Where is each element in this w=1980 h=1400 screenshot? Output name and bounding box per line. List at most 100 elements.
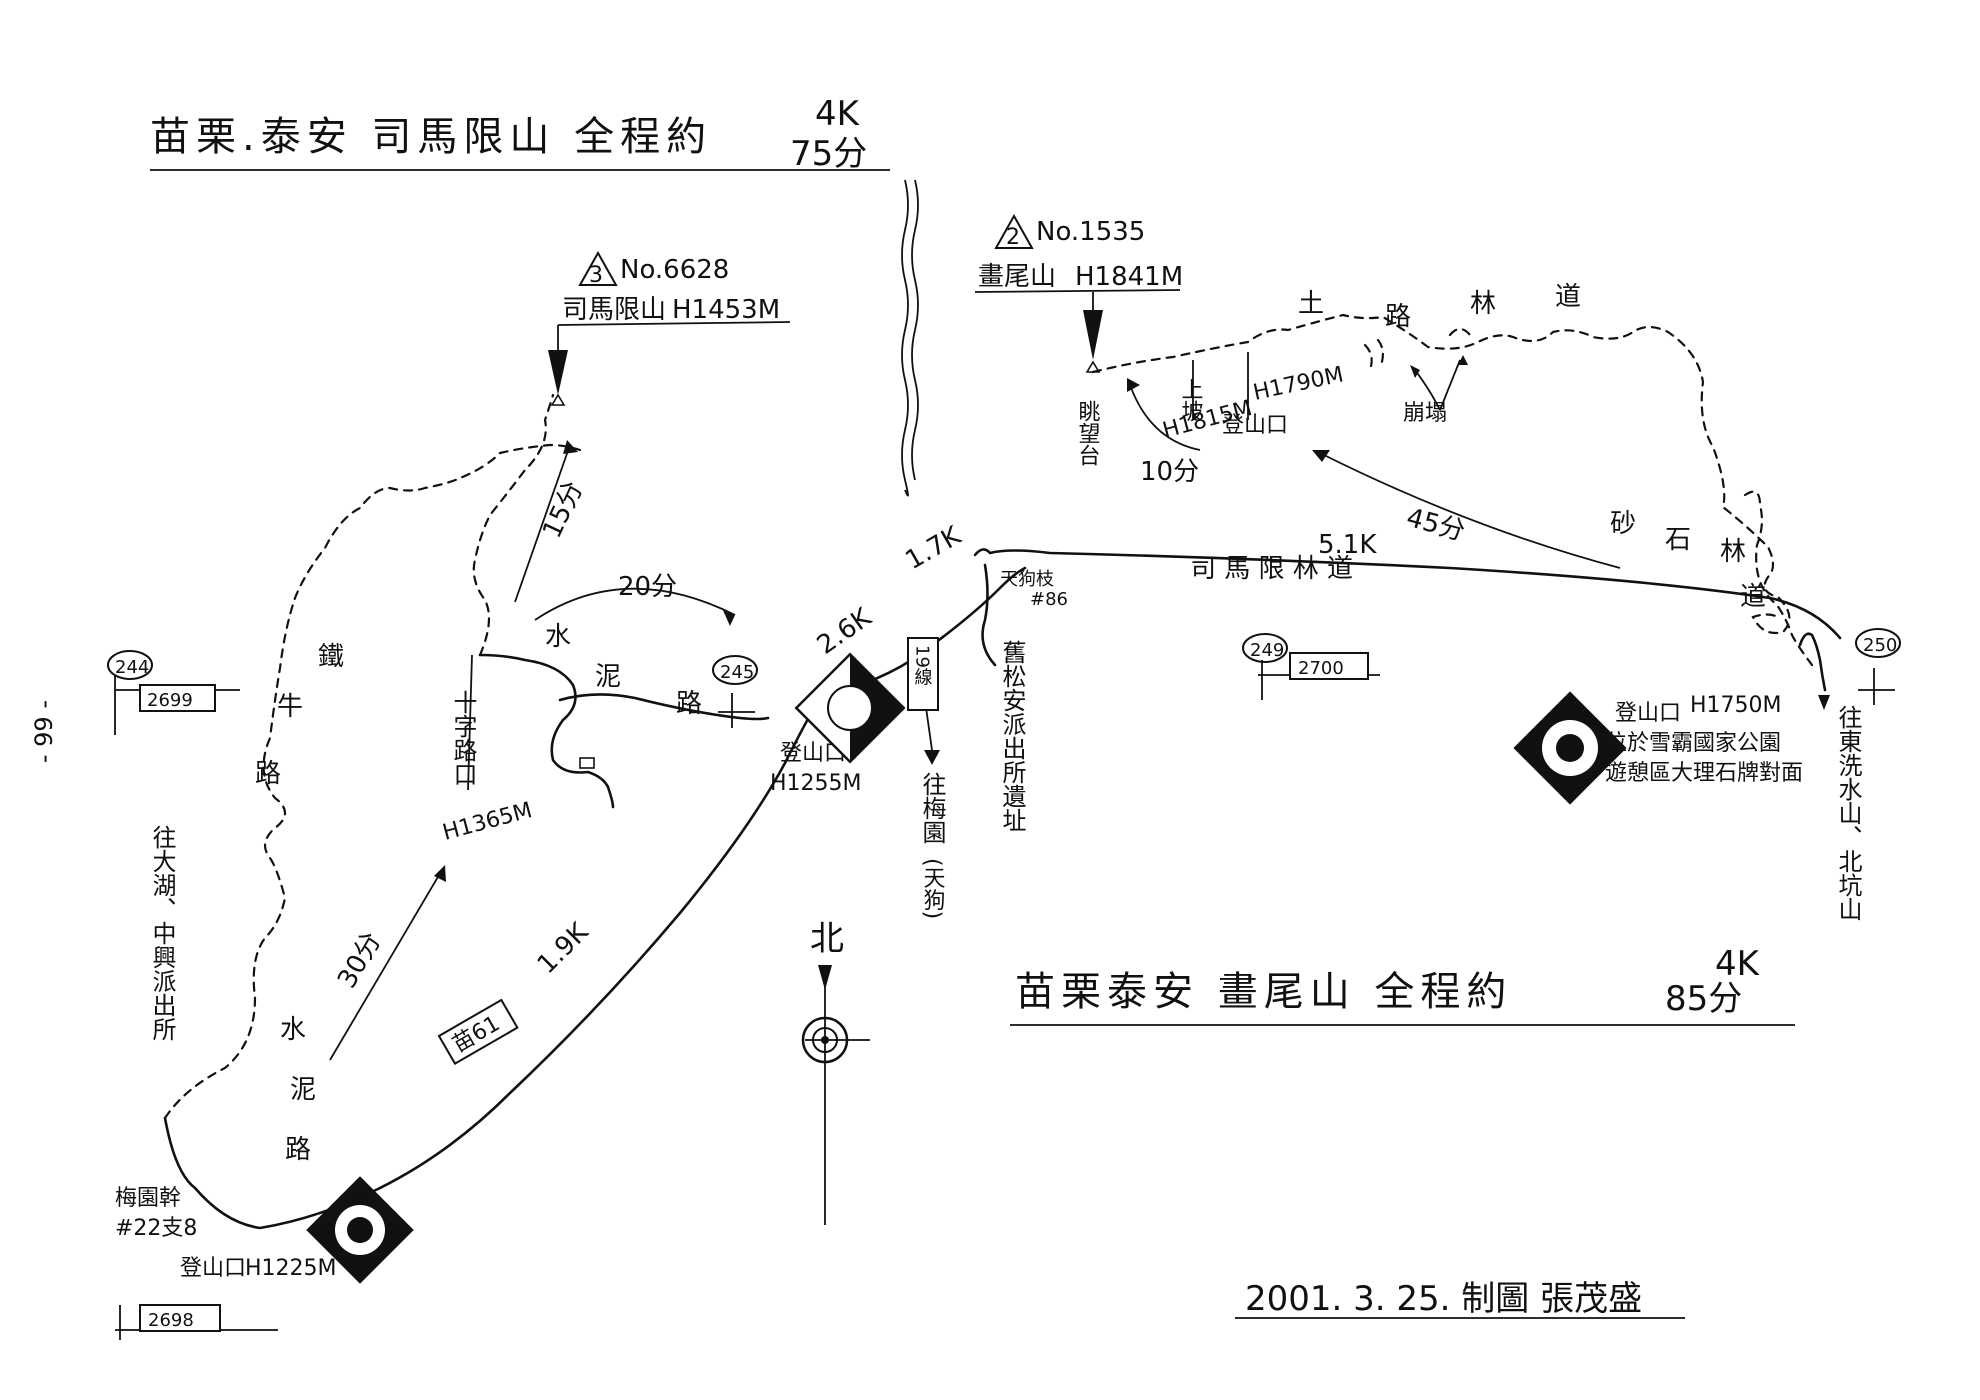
svg-text:2698: 2698 xyxy=(148,1310,194,1331)
peak-simaxian: 3 No.6628 司馬限山 H1453M xyxy=(548,250,791,406)
park-note-line1: 位於雪霸國家公園 xyxy=(1605,731,1781,756)
svg-text:2700: 2700 xyxy=(1298,658,1344,679)
compass-north-label: 北 xyxy=(810,919,844,959)
pole-meiyuan-number: #22支8 xyxy=(115,1216,197,1241)
road-label-dao2: 道 xyxy=(1740,582,1766,612)
right-title-time: 85分 xyxy=(1665,979,1742,1019)
trailhead-symbol-1750 xyxy=(1513,691,1627,805)
map-credit: 2001. 3. 25. 制圖 張茂盛 xyxy=(1235,1279,1685,1319)
park-note-line2: 遊憩區大理石牌對面 xyxy=(1605,761,1803,786)
peak-simaxian-no: No.6628 xyxy=(620,255,729,285)
time-30min: 30分 xyxy=(332,927,388,993)
triangulation-badge-2 xyxy=(994,213,1034,249)
road-label-lu3: 路 xyxy=(255,759,281,789)
summit-arrow-icon xyxy=(1083,310,1103,360)
peak-simaxian-badge: 3 xyxy=(589,263,603,288)
trail-cliff xyxy=(1363,327,1472,372)
trailhead-1750-height: H1750M xyxy=(1690,693,1782,718)
svg-text:250: 250 xyxy=(1863,635,1897,656)
left-title-distance: 4K xyxy=(815,94,861,134)
pole-meiyuan-label: 梅園幹 xyxy=(115,1186,181,1211)
cross-road-label: 十字路口 xyxy=(449,690,477,786)
to-xueshan-label: 往東洗水山、北坑山 xyxy=(1834,705,1862,921)
uphill-label: 上坡 xyxy=(1178,378,1204,422)
distance-2-6k: 2.6K xyxy=(812,602,878,661)
trail-iron-ox-road xyxy=(163,443,582,1120)
road-label-ni-left: 泥 xyxy=(290,1075,316,1105)
to-meiyuan-label: 往梅園 xyxy=(918,772,946,844)
road-19-sign: 19線 xyxy=(907,637,939,711)
road-label-sha: 砂 xyxy=(1610,509,1636,539)
svg-text:244: 244 xyxy=(115,657,149,678)
pole-tiangou-number: #86 xyxy=(1030,589,1068,610)
distance-1-7k: 1.7K xyxy=(901,520,967,576)
peak-huaweishan-badge: 2 xyxy=(1006,225,1020,250)
road-label-shi: 石 xyxy=(1665,525,1691,555)
concrete-road-top xyxy=(478,653,770,809)
pole-tiangou-label: 天狗枝 xyxy=(1000,569,1054,590)
trailhead-1225-height: H1225M xyxy=(245,1256,337,1281)
road-to-police xyxy=(981,563,997,667)
right-title-distance: 4K xyxy=(1715,944,1761,984)
svg-text:249: 249 xyxy=(1250,640,1284,661)
road-label-ni-top: 泥 xyxy=(595,662,621,692)
time-45min: 45分 xyxy=(1403,503,1468,547)
road-east-end xyxy=(1798,632,1827,692)
road-label-tu: 土 xyxy=(1298,289,1324,319)
left-title-time: 75分 xyxy=(790,134,867,174)
grid-ref-244: 244 2699 xyxy=(107,650,240,735)
road-ridge xyxy=(973,548,1842,640)
compass-north-arrow: 北 xyxy=(801,919,870,1225)
height-1790: H1790M xyxy=(1251,362,1346,405)
tiangou-label: (天狗) xyxy=(920,858,946,919)
collapse-label: 崩塌 xyxy=(1403,401,1447,426)
lookout-label: 眺望台 xyxy=(1075,400,1100,466)
grid-ref-2698: 2698 xyxy=(115,1304,278,1340)
road-label-lu-top: 路 xyxy=(676,689,702,719)
to-dahu-label: 往大湖、中興派出所 xyxy=(148,825,176,1041)
peak-simaxian-name: 司馬限山 xyxy=(562,295,666,325)
map-divider xyxy=(901,179,919,497)
road-label-shui-top: 水 xyxy=(545,622,571,652)
road-label-lin: 林 xyxy=(1470,289,1496,319)
road-label-lu: 路 xyxy=(1385,302,1411,332)
hut-icon xyxy=(579,757,595,769)
road-19-label: 19線 xyxy=(912,645,933,686)
peak-simaxian-height: H1453M xyxy=(672,295,780,325)
trailhead-1225-label: 登山口 xyxy=(180,1256,246,1281)
trail-dirt-forest-road xyxy=(1091,313,1814,667)
left-title-main: 苗栗.泰安 司馬限山 全程約 xyxy=(150,114,712,160)
svg-text:2699: 2699 xyxy=(147,690,193,711)
summit-marker-icon xyxy=(550,393,566,406)
peak-huaweishan-height: H1841M xyxy=(1075,262,1183,292)
svg-text:245: 245 xyxy=(720,662,754,683)
grid-ref-250: 250 xyxy=(1855,628,1901,705)
cross-road-height: H1365M xyxy=(440,798,535,846)
triangulation-badge-3 xyxy=(578,250,618,286)
grid-ref-249: 249 2700 xyxy=(1242,633,1380,700)
left-title: 苗栗.泰安 司馬限山 全程約 4K 75分 xyxy=(150,94,890,174)
road-label-simaxian-forest: 司 馬 限 林 道 xyxy=(1190,554,1353,584)
trailhead-symbol-1255 xyxy=(794,652,906,764)
time-20min: 20分 xyxy=(618,572,677,602)
map-credit-text: 2001. 3. 25. 制圖 張茂盛 xyxy=(1245,1279,1642,1319)
peak-huaweishan-no: No.1535 xyxy=(1036,217,1145,247)
time-15min: 15分 xyxy=(537,477,589,543)
police-station-site-label: 舊松安派出所遺址 xyxy=(998,640,1026,832)
summit-arrow-icon xyxy=(548,350,568,395)
grid-ref-245: 245 xyxy=(712,655,758,728)
road-label-lin2: 林 xyxy=(1720,537,1746,567)
road-label-tie: 鐵 xyxy=(318,642,344,672)
county-road-sign: 苗61 xyxy=(437,998,519,1066)
road-label-lu-left: 路 xyxy=(285,1135,311,1165)
peak-huaweishan-name: 畫尾山 xyxy=(978,262,1056,292)
right-title: 苗栗泰安 畫尾山 全程約 4K 85分 xyxy=(1010,944,1795,1026)
time-10min: 10分 xyxy=(1140,457,1199,487)
road-label-shui-left: 水 xyxy=(280,1015,306,1045)
trailhead-1790-label: 登山口 xyxy=(1222,413,1288,438)
trailhead-1750-label: 登山口 xyxy=(1615,701,1681,726)
trailhead-1255-height: H1255M xyxy=(770,771,862,796)
trail-to-simaxian xyxy=(472,393,555,657)
right-title-main: 苗栗泰安 畫尾山 全程約 xyxy=(1015,969,1512,1015)
